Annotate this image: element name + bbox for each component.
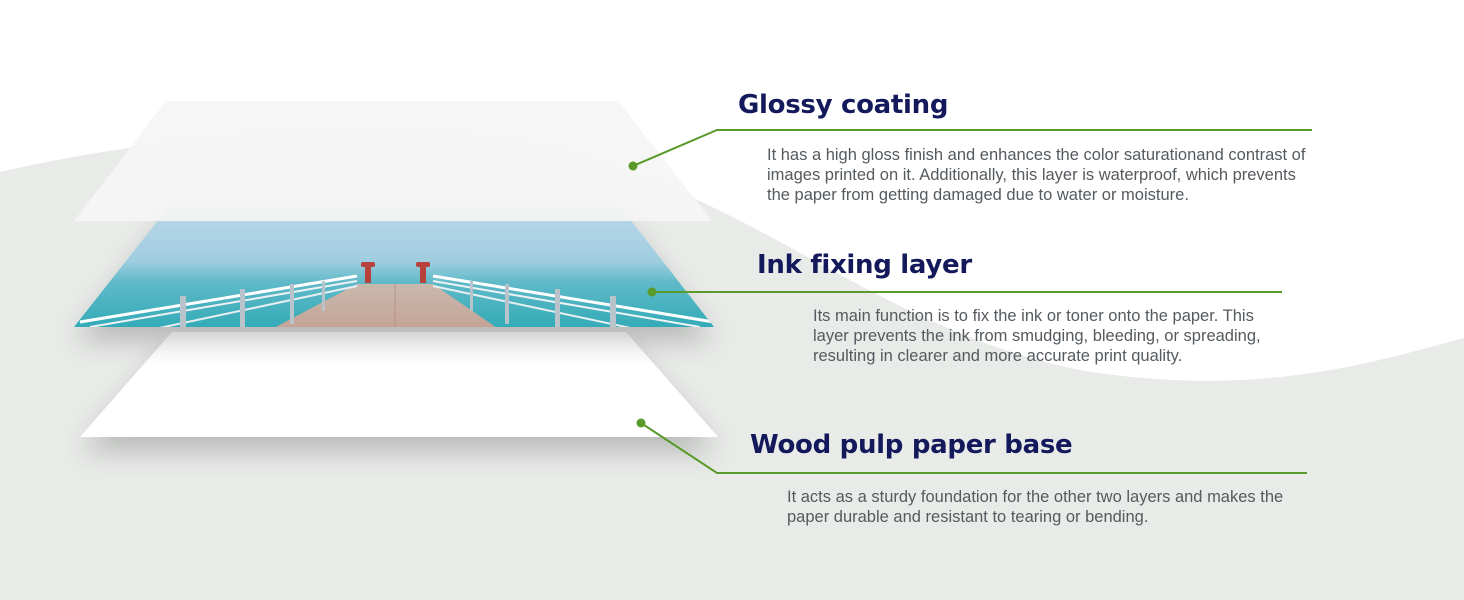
glossy-coating-description: It has a high gloss finish and enhances …: [767, 146, 1306, 204]
ink-layer-photo: [74, 209, 714, 327]
glossy-coating-title: Glossy coating: [738, 90, 949, 120]
connector-base: [640, 422, 1307, 474]
connector-dot-ink: [647, 287, 657, 297]
ink-fixing-layer-title: Ink fixing layer: [757, 250, 972, 280]
wood-pulp-paper-base-description: It acts as a sturdy foundation for the o…: [787, 488, 1284, 526]
connector-glossy: [632, 129, 1312, 167]
connector-dot-base: [636, 418, 646, 428]
ink-fixing-layer-description: Its main function is to fix the ink or t…: [813, 307, 1261, 365]
wood-pulp-paper-base-title: Wood pulp paper base: [750, 430, 1073, 460]
connector-dot-glossy: [628, 161, 638, 171]
glossy-coating-sheet: [74, 101, 712, 221]
paper-base-sheet: [80, 332, 718, 437]
